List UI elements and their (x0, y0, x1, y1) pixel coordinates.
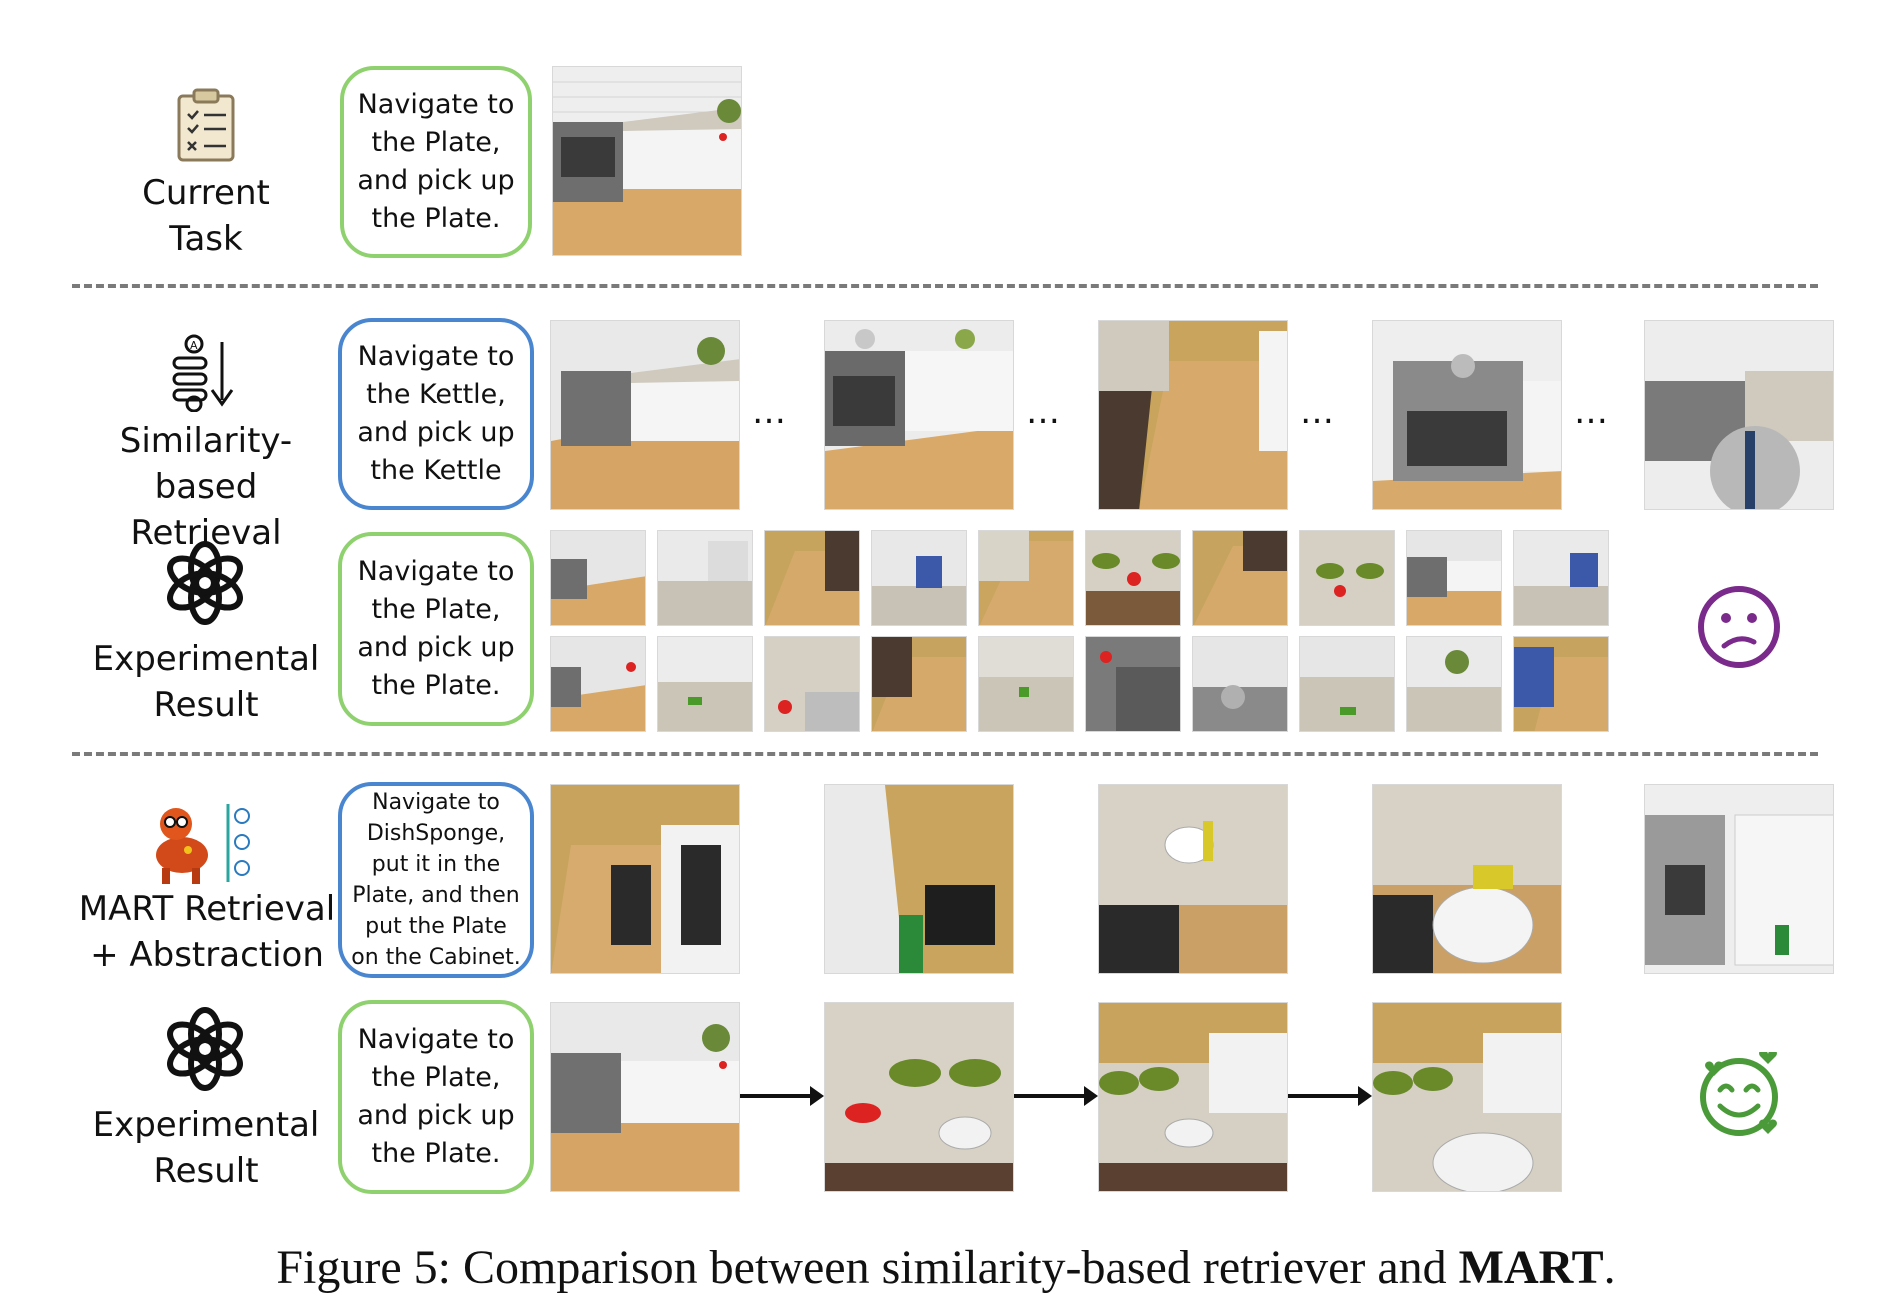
section-divider (72, 752, 1818, 756)
experimental-frame (1406, 636, 1502, 732)
openai-logo-icon (162, 540, 248, 626)
ellipsis: … (752, 392, 792, 432)
experimental-frame (1085, 530, 1181, 626)
ellipsis: … (1026, 392, 1066, 432)
mart-frame-5 (1644, 784, 1834, 974)
experimental-frame (764, 636, 860, 732)
step-arrow (1288, 1086, 1372, 1106)
experimental-frame (1192, 530, 1288, 626)
experimental-frame (1299, 530, 1395, 626)
experimental-result-label: Experimental Result (92, 1105, 320, 1191)
similarity-retrieval-label: Similarity- based Retrieval (119, 421, 293, 553)
ellipsis: … (1300, 392, 1340, 432)
similarity-frame-1 (550, 320, 740, 510)
mart-mascot-icon (142, 800, 266, 886)
step-arrow (1014, 1086, 1098, 1106)
experimental-frame (1085, 636, 1181, 732)
current-task-box: Navigate to the Plate, and pick up the P… (340, 66, 532, 258)
ellipsis: … (1574, 392, 1614, 432)
result-frame-2 (824, 1002, 1014, 1192)
sad-face-icon (1696, 584, 1782, 670)
experimental-frame (550, 636, 646, 732)
experimental-task-box: Navigate to the Plate, and pick up the P… (338, 1000, 534, 1194)
current-task-label: Current Task (142, 173, 270, 259)
experimental-frame (1299, 636, 1395, 732)
current-task-thumbnail (552, 66, 742, 256)
mart-frame-1 (550, 784, 740, 974)
experimental-frame (978, 530, 1074, 626)
experimental-frame (871, 530, 967, 626)
experimental-frame (1513, 530, 1609, 626)
mart-frame-2 (824, 784, 1014, 974)
mart-task-box: Navigate to DishSponge, put it in the Pl… (338, 782, 534, 978)
result-frame-3 (1098, 1002, 1288, 1192)
ordered-list-sort-icon: A (170, 334, 240, 413)
figure-caption: Figure 5: Comparison between similarity-… (276, 1241, 1616, 1294)
step-arrow (740, 1086, 824, 1106)
experimental-task-box: Navigate to the Plate, and pick up the P… (338, 532, 534, 726)
experimental-frame (657, 530, 753, 626)
clipboard-icon (176, 88, 236, 162)
similarity-frame-4 (1372, 320, 1562, 510)
experimental-frame (1192, 636, 1288, 732)
similarity-frame-3 (1098, 320, 1288, 510)
happy-face-icon (1694, 1049, 1784, 1142)
result-frame-1 (550, 1002, 740, 1192)
experimental-frame (1406, 530, 1502, 626)
mart-retrieval-label: MART Retrieval + Abstraction (78, 889, 336, 975)
svg-text:A: A (190, 339, 198, 352)
experimental-frame (1513, 636, 1609, 732)
experimental-frame (764, 530, 860, 626)
result-frame-4 (1372, 1002, 1562, 1192)
experimental-frame (871, 636, 967, 732)
mart-frame-3 (1098, 784, 1288, 974)
openai-logo-icon (162, 1006, 248, 1092)
section-divider (72, 284, 1818, 288)
experimental-result-label: Experimental Result (92, 639, 320, 725)
similarity-frame-5 (1644, 320, 1834, 510)
experimental-frame (657, 636, 753, 732)
similarity-task-box: Navigate to the Kettle, and pick up the … (338, 318, 534, 510)
mart-frame-4 (1372, 784, 1562, 974)
experimental-frame (550, 530, 646, 626)
experimental-frame (978, 636, 1074, 732)
similarity-frame-2 (824, 320, 1014, 510)
